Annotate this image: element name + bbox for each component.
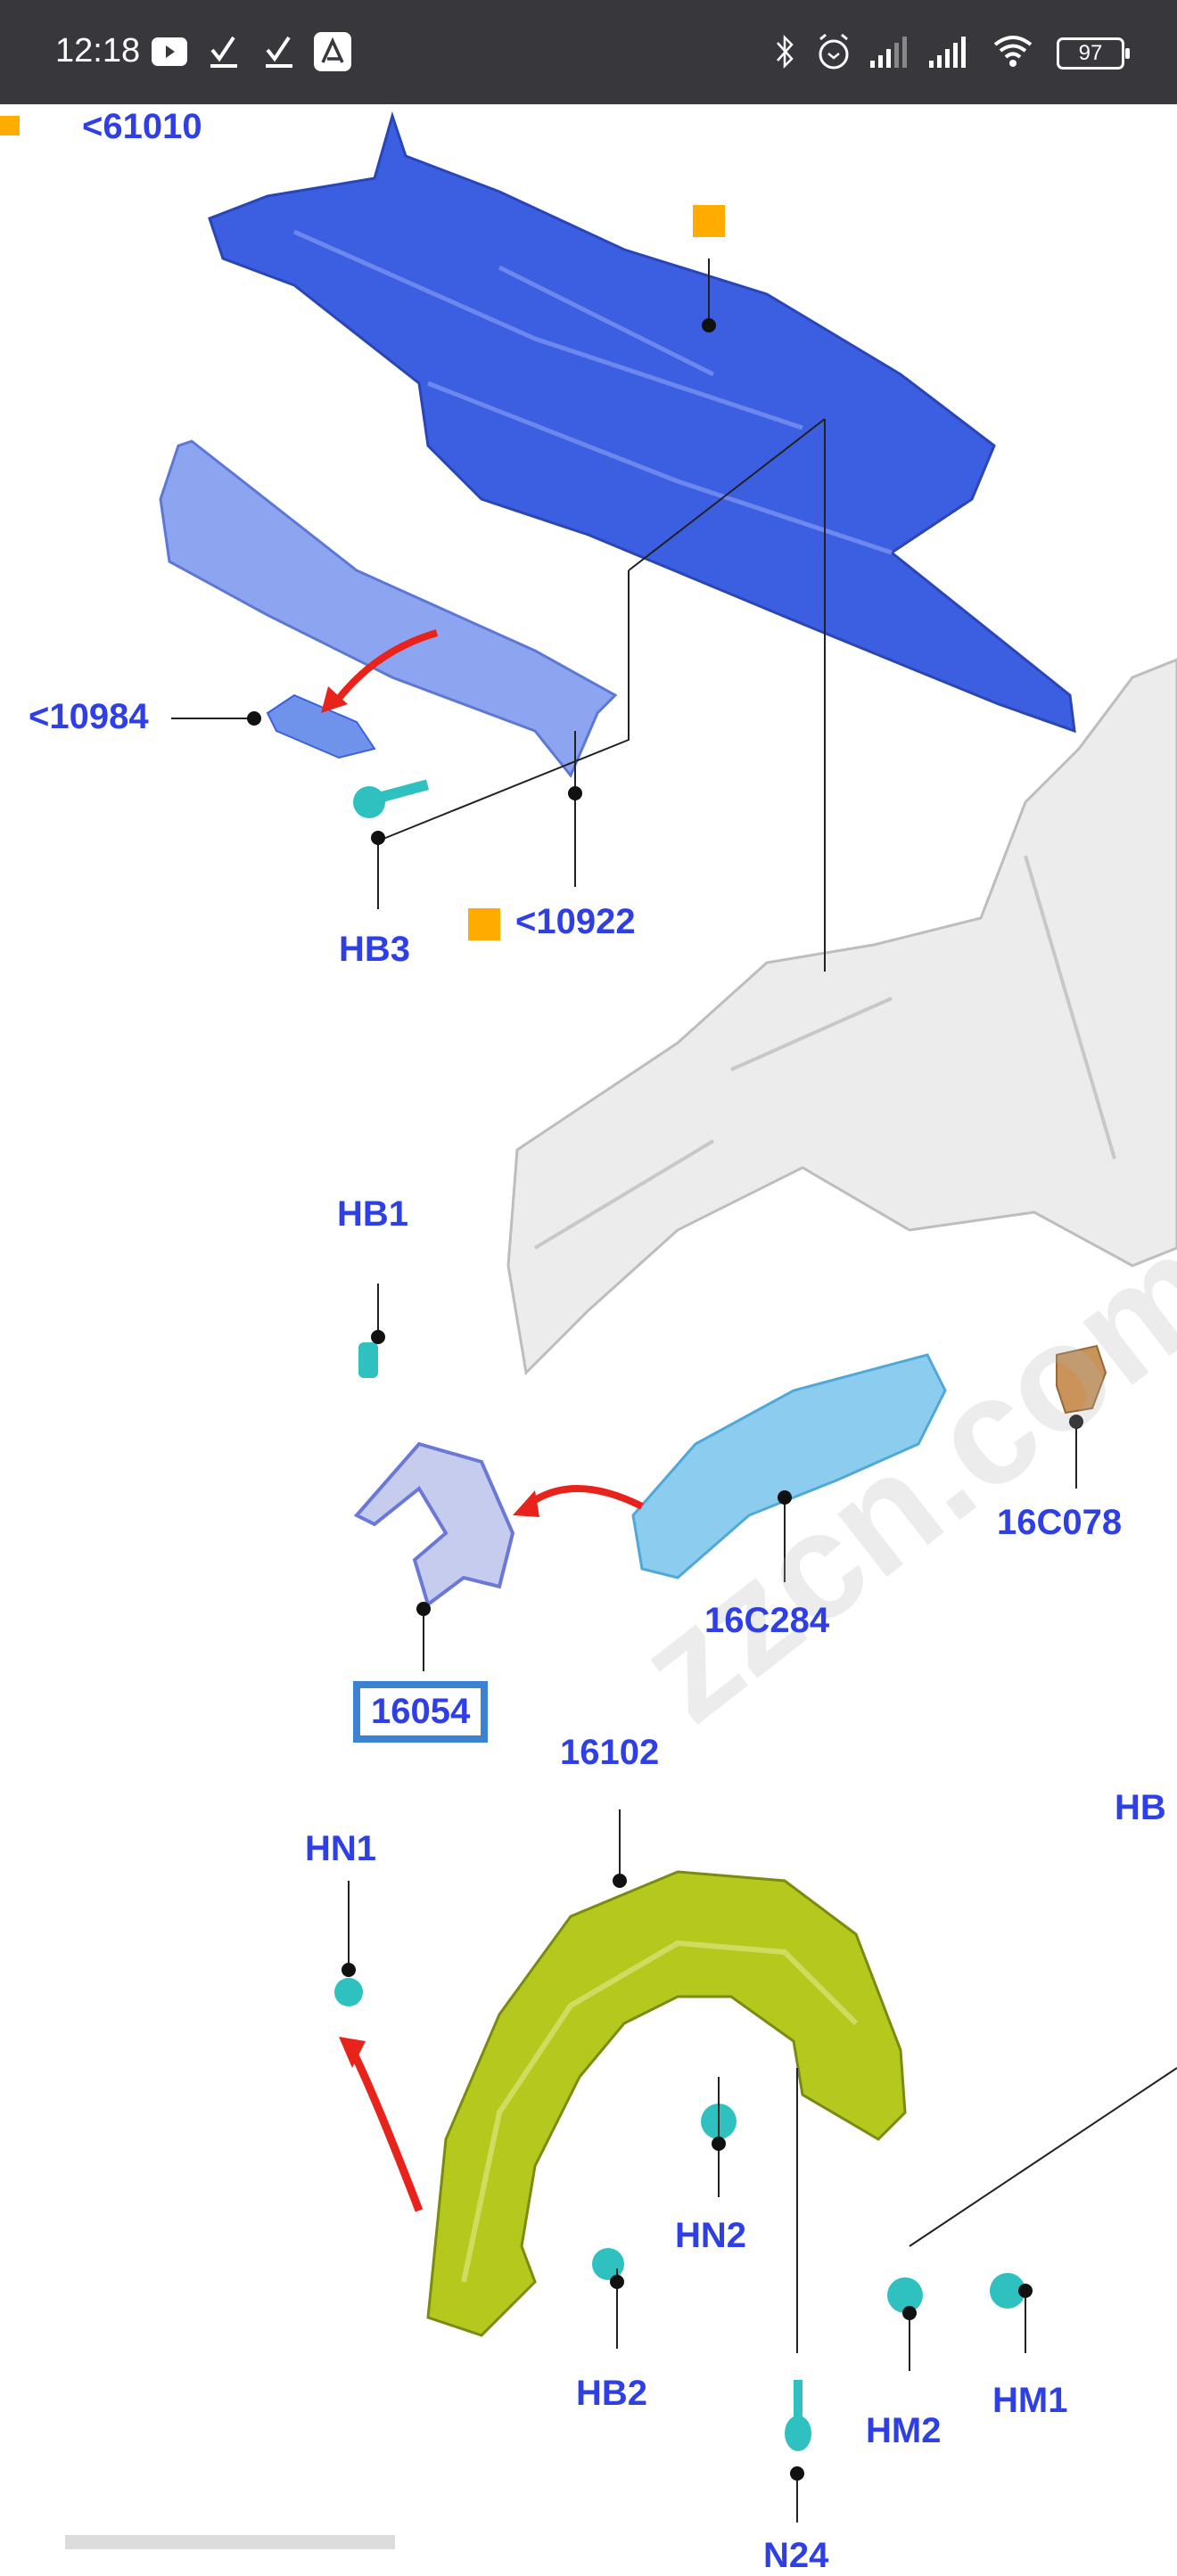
horizontal-scrollbar[interactable] [65, 2535, 395, 2549]
clip-hm1-part [990, 2273, 1025, 2309]
cowl-side-part [159, 439, 618, 778]
part-label-hb3[interactable]: HB3 [339, 930, 411, 969]
new-part-marker [0, 116, 20, 135]
wheel-liner-16102-part [426, 1870, 907, 2337]
part-label-61010[interactable]: <61010 [82, 107, 202, 146]
part-label-hm2[interactable]: HM2 [866, 2411, 942, 2450]
part-label-n24[interactable]: N24 [763, 2536, 829, 2575]
part-label-hn2[interactable]: HN2 [675, 2216, 747, 2255]
rail-16c284-part [631, 1353, 947, 1579]
alarm-icon [815, 33, 852, 70]
clip-hb1-part [358, 1342, 378, 1378]
status-bar: 12:18 97 [0, 0, 1177, 104]
part-label-hm1[interactable]: HM1 [992, 2381, 1068, 2420]
app-a-icon [314, 32, 351, 71]
part-label-16c078[interactable]: 16C078 [997, 1503, 1123, 1542]
new-part-marker [693, 205, 725, 237]
bolt-hb3-part [353, 779, 430, 818]
part-label-16c284[interactable]: 16C284 [704, 1601, 830, 1640]
youtube-icon [152, 34, 187, 70]
leader-dots [247, 318, 1083, 2481]
part-label-10984[interactable]: <10984 [29, 697, 149, 736]
nut-hn1-part [334, 1978, 363, 2006]
signal-icon [868, 34, 911, 70]
download-done-icon [209, 34, 239, 70]
bracket-16054-part [353, 1441, 515, 1608]
new-part-marker [468, 908, 500, 940]
pin-n24-part [785, 2380, 811, 2451]
bracket-10984-part [266, 693, 376, 759]
red-arrow [331, 629, 439, 707]
part-label-hn1[interactable]: HN1 [305, 1829, 377, 1868]
dash-panel-part [208, 111, 1076, 734]
body-structure-part [506, 658, 1177, 1376]
part-label-16054-highlighted[interactable]: 16054 [353, 1681, 489, 1743]
part-label-hb2[interactable]: HB2 [576, 2374, 648, 2413]
clip-hm2-part [887, 2277, 923, 2313]
status-time: 12:18 [55, 32, 141, 70]
part-label-hb-cut[interactable]: HB [1115, 1788, 1166, 1827]
part-label-hb1[interactable]: HB1 [337, 1194, 409, 1234]
bracket-16c078-part [1056, 1344, 1107, 1415]
download-done-icon [264, 34, 294, 70]
bluetooth-icon [774, 34, 795, 70]
wifi-icon [992, 34, 1034, 70]
signal-icon [927, 34, 970, 70]
battery-indicator: 97 [1057, 37, 1130, 70]
part-label-16102[interactable]: 16102 [560, 1733, 660, 1772]
part-label-10922[interactable]: <10922 [515, 902, 636, 941]
